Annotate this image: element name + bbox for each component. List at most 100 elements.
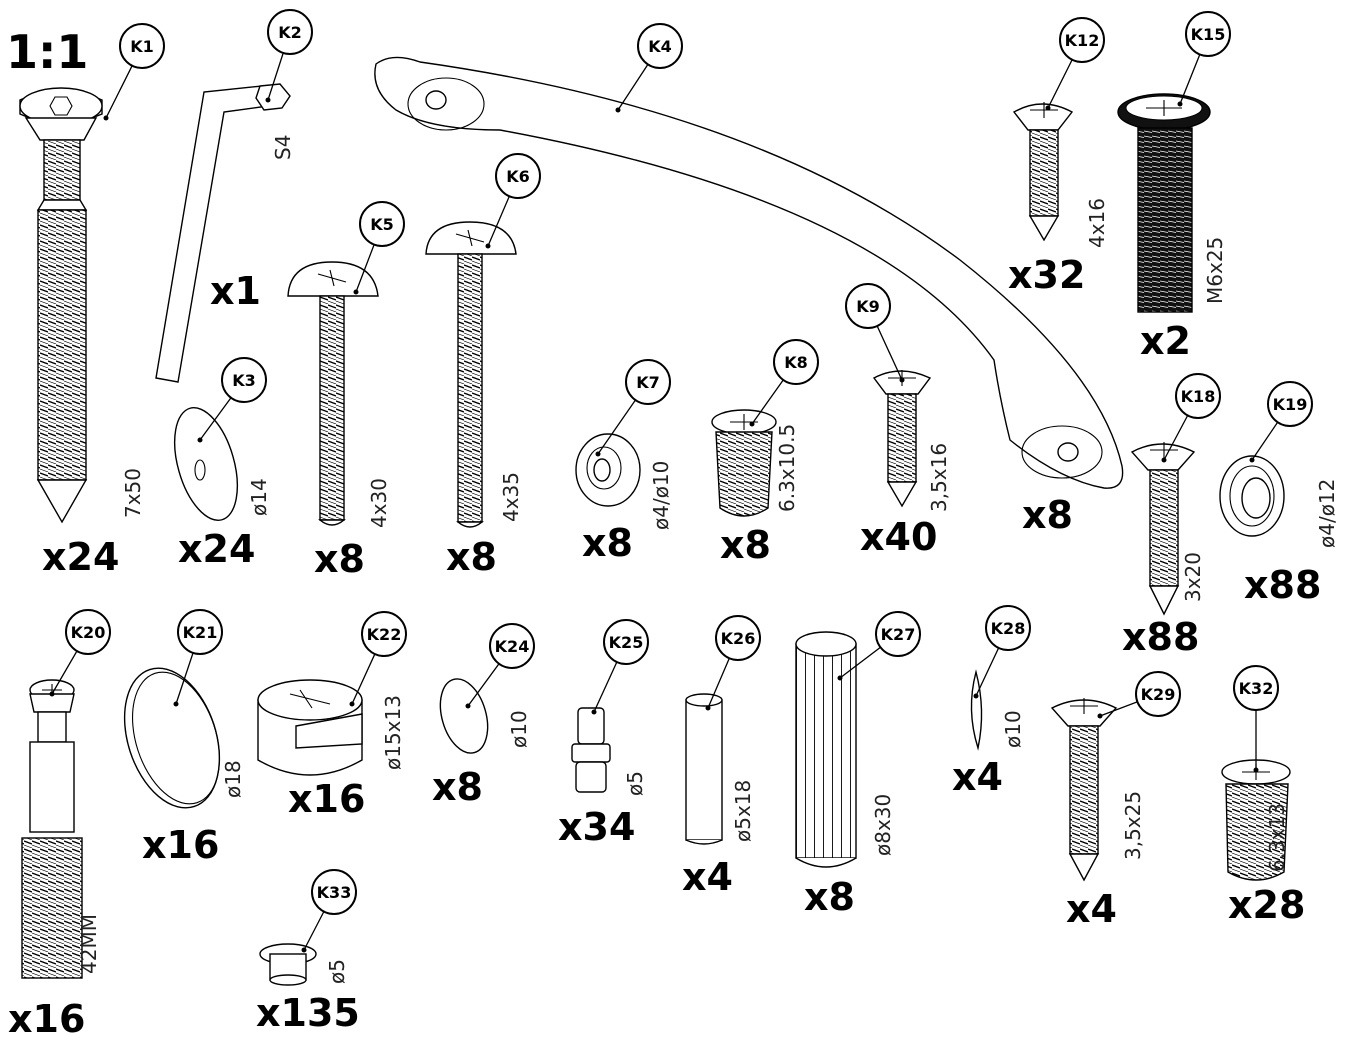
part-quantity: x16 <box>288 777 365 821</box>
part-label-circle <box>1233 665 1279 711</box>
part-label-circle <box>119 23 165 69</box>
cup-washer-k7-drawing <box>575 433 641 507</box>
leader-dot <box>1249 457 1255 463</box>
part-id: K29 <box>1141 685 1176 704</box>
part-label-circle <box>311 869 357 915</box>
mushroom-screw-k6-drawing <box>425 221 517 528</box>
part-label-circle <box>65 609 111 655</box>
leader-dot <box>973 693 979 699</box>
leader-dot <box>1097 713 1103 719</box>
part-dimension: 3,5x16 <box>927 443 951 512</box>
leader-dot <box>749 421 755 427</box>
part-label-circle <box>715 615 761 661</box>
part-quantity: x32 <box>1008 253 1085 297</box>
part-quantity: x2 <box>1140 319 1191 363</box>
part-id: K4 <box>648 37 672 56</box>
part-dimension: S4 <box>271 135 295 160</box>
part-quantity: x1 <box>210 269 261 313</box>
part-dimension: 6.3x10.5 <box>775 424 799 512</box>
cover-cap-k21-drawing <box>123 667 221 809</box>
part-label-circle <box>637 23 683 69</box>
part-dimension: 3x20 <box>1181 552 1205 602</box>
curved-handle-k4-drawing <box>374 56 1124 489</box>
leader-dot <box>615 107 621 113</box>
part-id: K18 <box>1181 387 1216 406</box>
leader-dot <box>595 451 601 457</box>
part-id: K3 <box>232 371 256 390</box>
screw-k9-drawing <box>872 370 932 508</box>
leader-dot <box>197 437 203 443</box>
part-quantity: x4 <box>682 855 733 899</box>
part-quantity: x40 <box>860 515 937 559</box>
part-dimension: 7x50 <box>121 468 145 518</box>
part-id: K20 <box>71 623 106 642</box>
part-label-circle <box>875 611 921 657</box>
leader-dot <box>173 701 179 707</box>
part-id: K27 <box>881 625 916 644</box>
part-id: K26 <box>721 629 756 648</box>
part-label-circle <box>1267 381 1313 427</box>
part-label-circle <box>495 153 541 199</box>
part-dimension: 42MM <box>77 914 101 974</box>
part-label-circle <box>773 339 819 385</box>
part-label-circle <box>359 201 405 247</box>
part-id: K28 <box>991 619 1026 638</box>
screw-k12-drawing <box>1012 102 1074 242</box>
screw-k29-drawing <box>1050 698 1118 882</box>
leader-dot <box>705 705 711 711</box>
cover-cap-k28-drawing <box>970 669 983 751</box>
part-label-circle <box>985 605 1031 651</box>
part-id: K7 <box>636 373 660 392</box>
leader-dot <box>837 675 843 681</box>
euro-screw-k8-drawing <box>711 409 777 517</box>
part-dimension: ø14 <box>247 478 271 516</box>
confirmat-screw-k1-drawing <box>19 87 103 524</box>
part-label-circle <box>221 357 267 403</box>
part-id: K15 <box>1191 25 1226 44</box>
part-id: K33 <box>317 883 352 902</box>
part-callout-k4: K4 x8 <box>615 23 1073 537</box>
part-id: K1 <box>130 37 154 56</box>
part-id: K24 <box>495 637 530 656</box>
cover-cap-k24-drawing <box>439 678 489 754</box>
part-id: K25 <box>609 633 644 652</box>
part-quantity: x88 <box>1122 615 1199 659</box>
part-dimension: 6.3x13 <box>1265 803 1289 872</box>
part-label-circle <box>1185 11 1231 57</box>
machine-screw-k15-drawing <box>1117 93 1211 313</box>
part-dimension: ø15x13 <box>381 695 405 770</box>
leader-dot <box>1177 101 1183 107</box>
part-id: K8 <box>784 353 808 372</box>
part-callout-k7: K7 x8 ø4/ø10 <box>582 359 673 565</box>
cover-cap-k33-drawing <box>259 943 317 986</box>
part-quantity: x34 <box>558 805 635 849</box>
part-id: K6 <box>506 167 530 186</box>
part-id: K9 <box>856 297 880 316</box>
part-dimension: ø4/ø10 <box>649 461 673 530</box>
part-dimension: 4x35 <box>499 472 523 522</box>
part-quantity: x8 <box>446 535 497 579</box>
part-label-circle <box>1059 17 1105 63</box>
part-id: K2 <box>278 23 302 42</box>
leader-dot <box>103 115 109 121</box>
part-quantity: x8 <box>804 875 855 919</box>
part-quantity: x8 <box>582 521 633 565</box>
screw-k18-drawing <box>1130 442 1196 616</box>
part-dimension: 4x16 <box>1085 198 1109 248</box>
part-dimension: 3,5x25 <box>1121 791 1145 860</box>
part-dimension: ø5 <box>325 959 349 984</box>
part-label-circle <box>267 9 313 55</box>
part-id: K19 <box>1273 395 1308 414</box>
leader-dot <box>899 377 905 383</box>
part-quantity: x8 <box>1022 493 1073 537</box>
